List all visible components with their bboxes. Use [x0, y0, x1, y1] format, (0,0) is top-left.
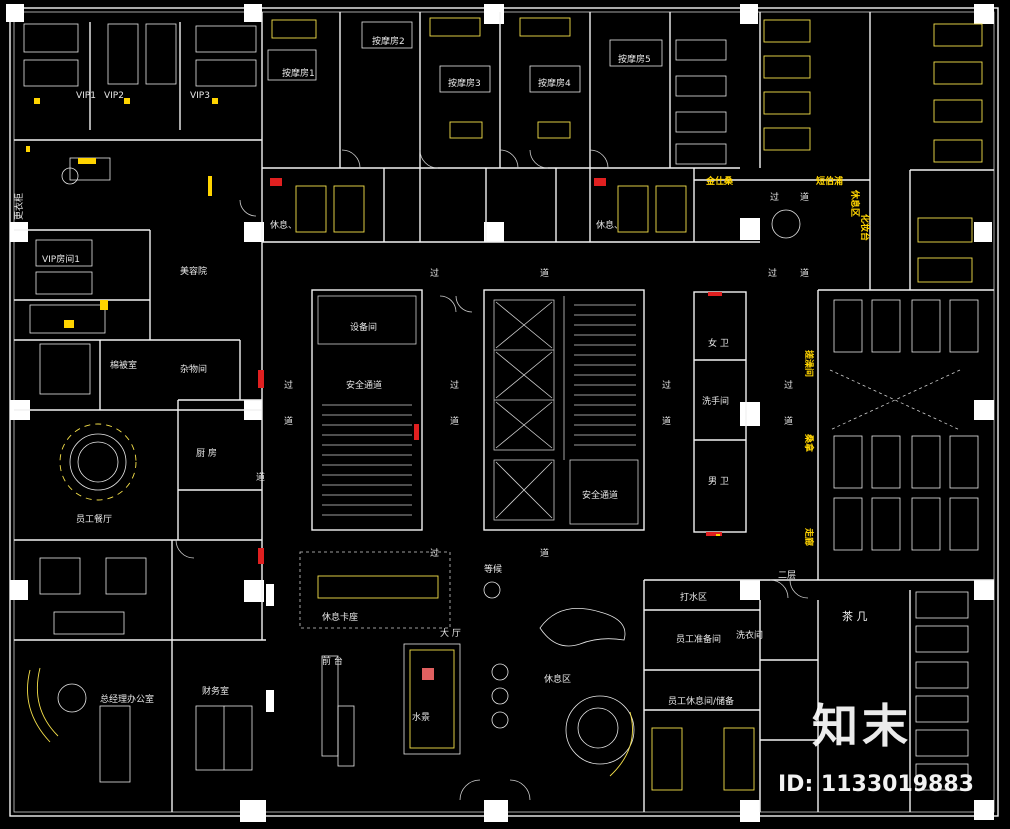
vip-beds — [23, 23, 257, 334]
room-label-water: 水景 — [412, 711, 430, 723]
corridor-label: 道 — [800, 267, 809, 279]
label-wash-room: 洗衣间 — [736, 629, 763, 641]
corridor-label: 过 — [768, 267, 777, 279]
small-labels: 二层 洗衣间 更衣柜 — [13, 193, 796, 641]
corridor-label: 过 — [450, 379, 459, 391]
corridor-label: 道 — [256, 471, 265, 483]
massage-room-furniture — [267, 17, 687, 233]
room-label-finance: 财务室 — [202, 685, 229, 697]
room-label-massage1: 按摩房1 — [282, 67, 315, 79]
label-small-stair: 二层 — [778, 570, 796, 581]
room-labels: VIP1 VIP2 VIP3 VIP房间1 按摩房1 按摩房2 按摩房3 按摩房… — [42, 35, 868, 723]
watermark-brand: 知末 — [812, 699, 912, 753]
corridor-label: 道 — [784, 415, 793, 427]
red-markers — [258, 178, 722, 680]
room-label-staff-prep: 员工准备间 — [676, 633, 721, 645]
corridor-label: 道 — [662, 415, 671, 427]
corridor-label: 过 — [784, 379, 793, 391]
room-label-staff-change: 员工休息间/储备 — [668, 695, 734, 707]
elevator-shafts — [495, 301, 553, 519]
room-label-wash: 洗手间 — [702, 395, 729, 407]
room-label-vip2: VIP2 — [104, 91, 124, 101]
label-rest-r: 休息区 — [849, 189, 861, 217]
room-label-men-wc: 男 卫 — [708, 476, 729, 487]
scrub-beds — [829, 299, 979, 551]
room-label-linen: 棉被室 — [110, 359, 137, 371]
room-label-vip3: VIP3 — [190, 91, 210, 101]
room-label-women-wc: 女 卫 — [708, 337, 729, 349]
label-mirror: 化妆台 — [859, 214, 871, 241]
room-label-lounge-card: 休息卡座 — [322, 611, 358, 623]
room-label-safe-exit-2: 安全通道 — [582, 489, 618, 501]
room-label-storage: 杂物间 — [180, 363, 207, 375]
room-label-rest-left: 休息、 — [270, 219, 297, 231]
stair-treads — [322, 304, 636, 516]
interior-walls — [14, 12, 994, 812]
room-label-rest-right: 休息、 — [596, 219, 623, 231]
room-label-vip-room1: VIP房间1 — [42, 253, 80, 265]
room-label-massage3: 按摩房3 — [448, 77, 481, 89]
dining-round-table — [39, 343, 147, 595]
bottom-right-beds — [651, 591, 969, 791]
yellow-fixtures — [26, 98, 720, 536]
room-label-waiting: 等候 — [484, 563, 502, 575]
label-gold: 金仕桑 — [705, 175, 734, 187]
label-sauna: 桑拿 — [803, 433, 815, 453]
door-swings — [175, 149, 809, 801]
right-massage-beds — [675, 19, 983, 283]
label-scrub: 搓澡间 — [803, 350, 815, 377]
room-label-massage2: 按摩房2 — [372, 35, 405, 47]
room-label-rest-area: 休息区 — [544, 673, 571, 685]
yellow-labels: 金仕桑 短伯浦 搓澡间 桑拿 走廊 休息区 化妆台 — [705, 175, 871, 546]
corridor-label: 过 — [430, 267, 439, 279]
corridor-label: 过 — [770, 191, 779, 203]
room-label-gm-office: 总经理办公室 — [100, 693, 154, 705]
corridor-label: 过 — [430, 547, 439, 559]
label-cabinet: 更衣柜 — [13, 193, 25, 220]
room-label-front-desk: 前 台 — [322, 655, 343, 667]
watermark-id: ID: 1133019883 — [778, 772, 974, 797]
label-short: 短伯浦 — [816, 175, 843, 187]
corridor-label: 道 — [284, 415, 293, 427]
room-label-hall: 大 厅 — [440, 627, 461, 639]
room-label-safe-exit-1: 安全通道 — [346, 379, 382, 391]
room-label-tea: 茶 几 — [842, 610, 868, 623]
corridor-label: 过 — [662, 379, 671, 391]
room-label-kitchen: 厨 房 — [196, 447, 217, 459]
room-label-massage4: 按摩房4 — [538, 77, 571, 89]
corridor-label: 道 — [540, 547, 549, 559]
corridor-label: 道 — [450, 415, 459, 427]
corridor-label: 道 — [800, 191, 809, 203]
room-label-massage5: 按摩房5 — [618, 53, 651, 65]
room-label-staff-dining: 员工餐厅 — [76, 513, 112, 525]
room-label-water-room: 打水区 — [680, 591, 707, 603]
lobby-furniture — [299, 209, 801, 777]
corridor-labels: 过 道 过 道 过 道 过 道 过 道 过 道 过 道 过 道 道 — [256, 191, 809, 559]
structural-columns — [6, 4, 994, 822]
room-label-vip1: VIP1 — [76, 91, 96, 101]
corridor-label: 过 — [284, 379, 293, 391]
label-corridor-r: 走廊 — [803, 527, 815, 546]
room-label-beauty: 美容院 — [180, 265, 207, 277]
corridor-label: 道 — [540, 267, 549, 279]
room-label-equipment: 设备间 — [350, 321, 377, 333]
